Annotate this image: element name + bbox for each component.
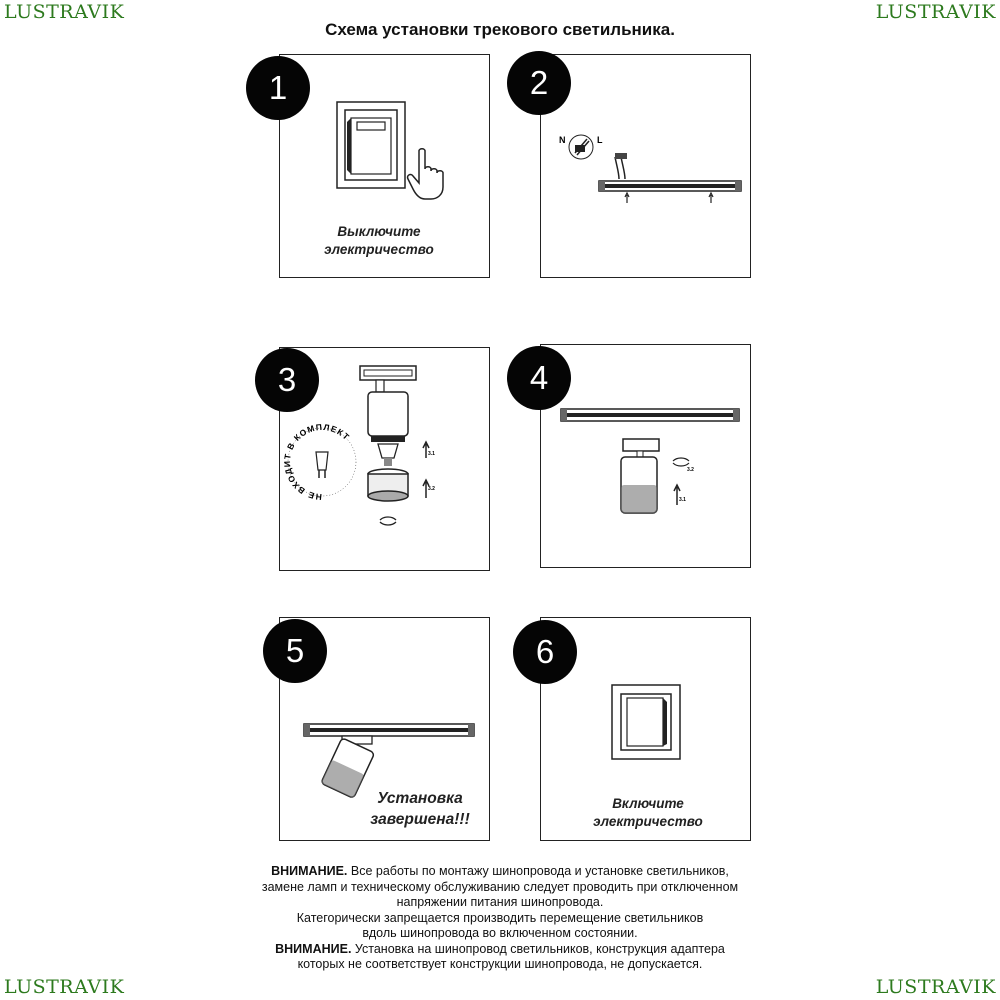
step-4-number: 4 bbox=[507, 346, 571, 410]
label-l: L bbox=[597, 135, 603, 145]
label-4-b: 3.1 bbox=[679, 497, 686, 503]
brand-logo-top-right: LUSTRAVIK bbox=[875, 1, 996, 23]
mount-on-track-illustration: 3.2 3.1 bbox=[560, 408, 740, 514]
brand-logo-bottom-right: LUSTRAVIK bbox=[875, 976, 996, 998]
warning-label-2: ВНИМАНИЕ. bbox=[275, 941, 352, 956]
track-wiring-illustration: N L bbox=[559, 134, 742, 203]
installed-lamp-illustration bbox=[303, 723, 475, 798]
label-3-1: 3.1 bbox=[428, 451, 435, 457]
light-switch-illustration bbox=[336, 101, 406, 189]
label-3-2: 3.2 bbox=[428, 486, 435, 492]
step-3-number: 3 bbox=[255, 348, 319, 412]
page-title: Схема установки трекового светильника. bbox=[325, 20, 675, 39]
step-6-panel bbox=[540, 617, 751, 841]
step-1-caption: Выключите электричество bbox=[324, 224, 434, 258]
step-6-caption: Включите электричество bbox=[593, 796, 703, 830]
warning-label-1: ВНИМАНИЕ. bbox=[271, 864, 348, 878]
safety-notice: ВНИМАНИЕ. Все работы по монтажу шинопров… bbox=[261, 864, 739, 971]
step-1-number: 1 bbox=[246, 56, 310, 120]
lamp-assembly-illustration: 3.1 3.2 НЕ ВХОДИТ В КОМПЛЕКТ bbox=[282, 365, 435, 526]
step-5-number: 5 bbox=[263, 619, 327, 683]
step-2-panel: N L bbox=[540, 54, 751, 278]
step-4-panel: 3.2 3.1 bbox=[540, 344, 751, 568]
step-1-panel bbox=[279, 54, 490, 278]
brand-logo-bottom-left: LUSTRAVIK bbox=[4, 976, 125, 998]
step-6-number: 6 bbox=[513, 620, 577, 684]
step-2-number: 2 bbox=[507, 51, 571, 115]
light-switch-on-illustration bbox=[611, 684, 681, 760]
label-n: N bbox=[559, 135, 566, 145]
label-4-a: 3.2 bbox=[687, 467, 694, 473]
brand-logo-top-left: LUSTRAVIK bbox=[4, 1, 125, 23]
step-5-caption: Установка завершена!!! bbox=[370, 790, 470, 828]
hand-pointer-icon bbox=[406, 148, 444, 200]
